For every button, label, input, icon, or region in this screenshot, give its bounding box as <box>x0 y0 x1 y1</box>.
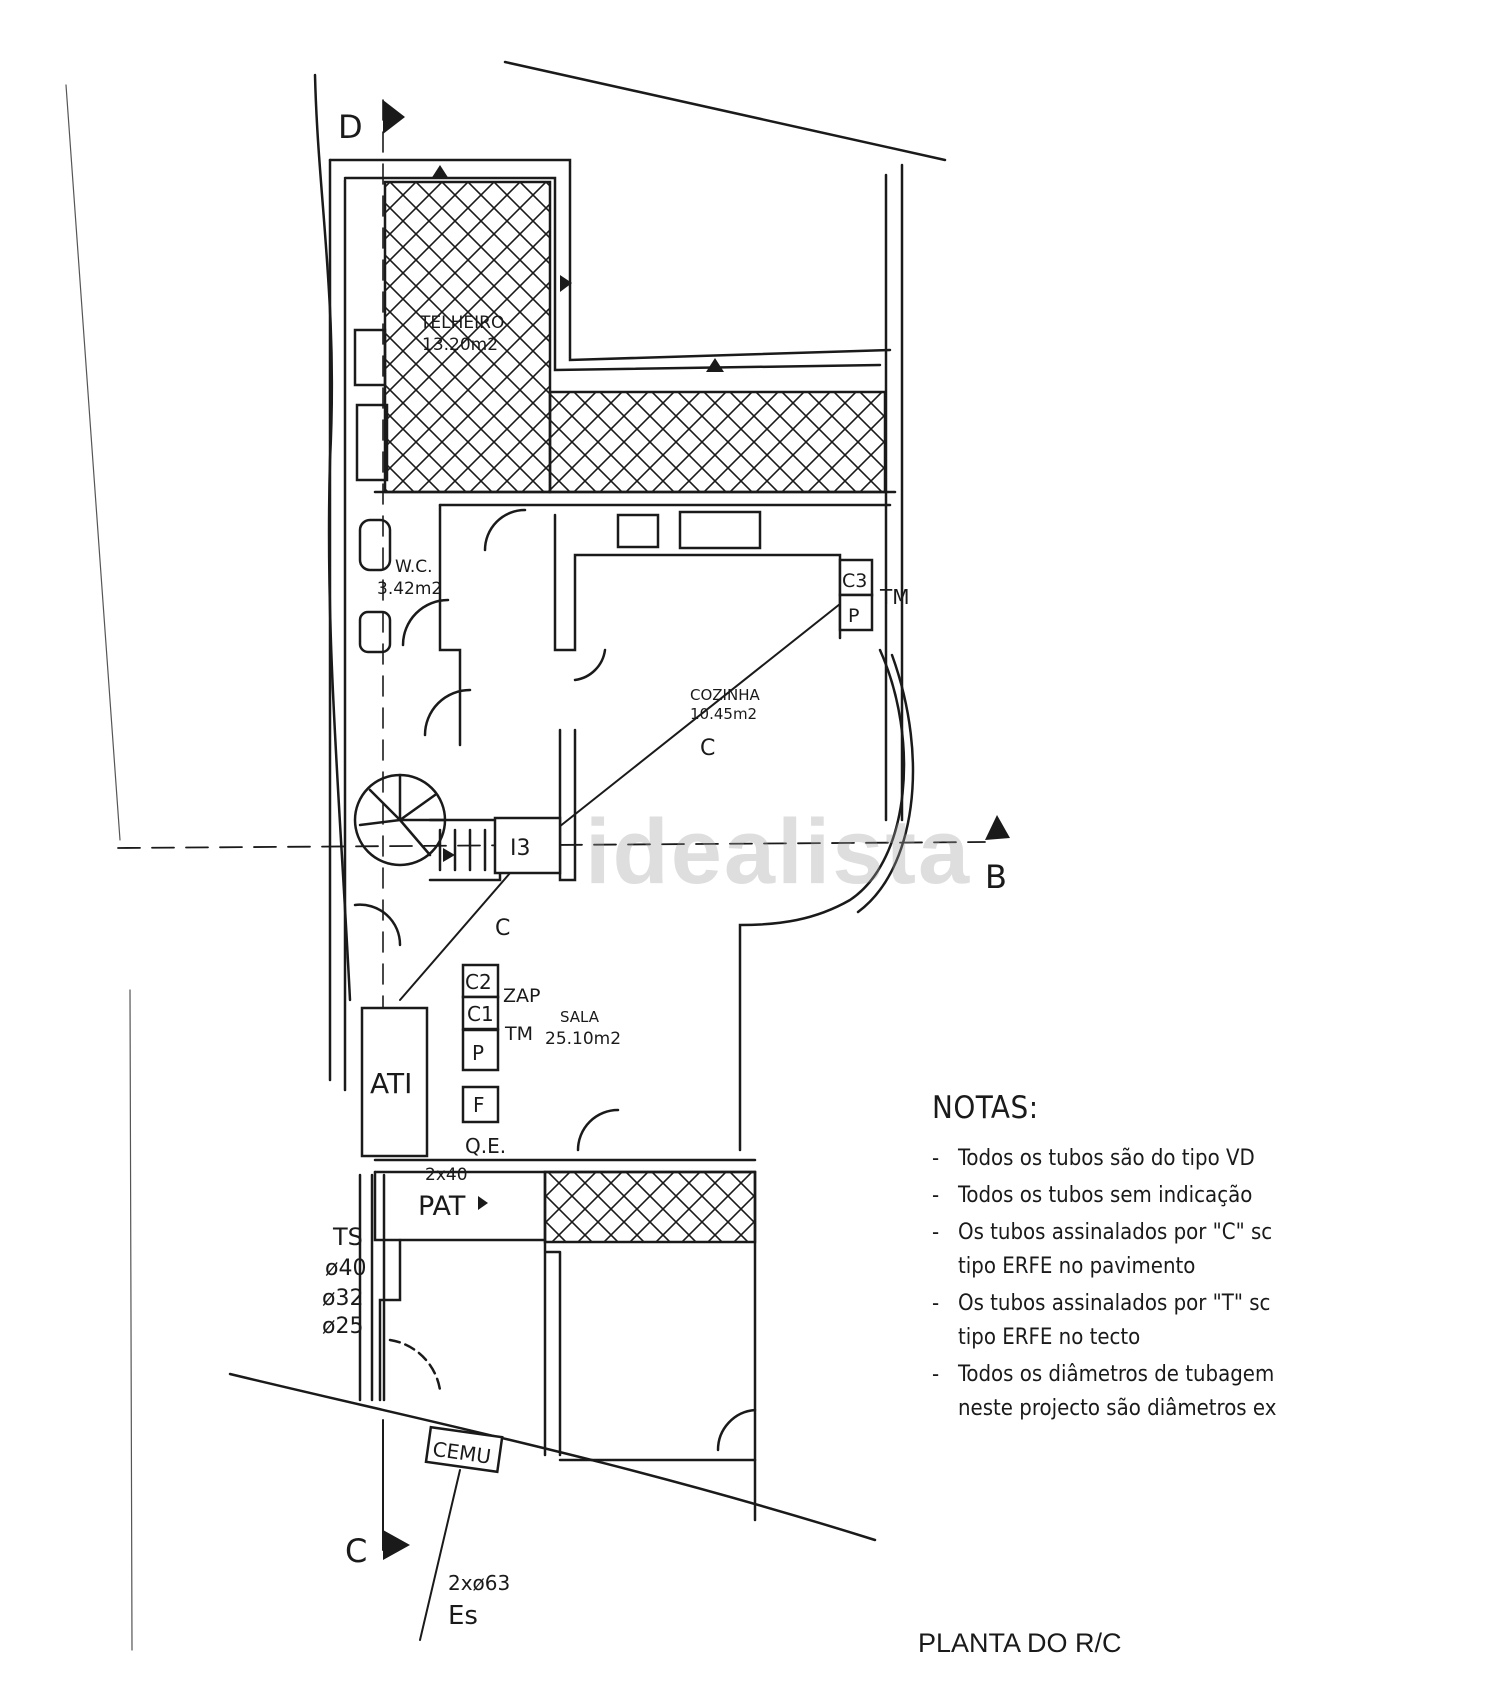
note-item: Todos os tubos sem indicação <box>932 1179 1352 1213</box>
door-hall <box>423 688 472 737</box>
label-pat-dims: 2x40 <box>425 1165 468 1185</box>
box-p-kitchen <box>838 593 874 632</box>
boundary-top-right <box>503 60 947 162</box>
hatch-porch-north <box>548 390 887 494</box>
conduit-label-lower: C <box>495 916 510 941</box>
cable-es <box>419 1469 461 1641</box>
label-qe: Q.E. <box>465 1134 506 1158</box>
box-cemu <box>424 1425 504 1474</box>
door-kitchen <box>573 648 607 682</box>
label-zap: ZAP <box>503 985 540 1007</box>
note-item: Os tubos assinalados por "T" sc tipo ERF… <box>932 1287 1352 1355</box>
section-mark-b: B <box>985 858 1007 896</box>
yard-fixture <box>353 328 387 387</box>
room-cozinha-area: 10.45m2 <box>690 705 757 723</box>
label-c2: C2 <box>465 970 492 994</box>
hatch-porch-south <box>543 1170 757 1244</box>
label-i3: I3 <box>510 836 531 861</box>
entry-west <box>378 1238 402 1402</box>
label-pat: PAT <box>418 1191 466 1222</box>
hob <box>616 513 660 549</box>
room-telheiro-area: 13.20m2 <box>422 335 498 355</box>
box-p-sala <box>461 1028 500 1072</box>
flow-arrow-pat <box>478 1196 488 1210</box>
scan-edge-left <box>65 84 121 841</box>
flow-arrow-1 <box>431 165 449 179</box>
label-tm-kitchen: TM <box>879 585 909 609</box>
room-wc-area: 3.42m2 <box>377 579 442 599</box>
note-item: Todos os tubos são do tipo VD <box>932 1142 1352 1176</box>
conduit-label-upper: C <box>700 736 715 761</box>
door-wc <box>401 598 450 647</box>
notes-list: Todos os tubos são do tipo VD Todos os t… <box>932 1142 1352 1426</box>
section-mark-d: D <box>338 108 363 146</box>
plan-title: PLANTA DO R/C <box>918 1628 1122 1658</box>
pipe-bundle <box>358 1173 386 1402</box>
pipe-d25: ø25 <box>322 1314 363 1339</box>
pipe-es: Es <box>448 1601 478 1631</box>
entry-walls <box>543 1238 562 1457</box>
pipe-ts: TS <box>332 1223 363 1251</box>
pipe-ext: 2xø63 <box>448 1571 510 1595</box>
room-sala-name: SALA <box>560 1008 600 1026</box>
box-i3 <box>493 816 562 875</box>
section-mark-c: C <box>345 1532 367 1570</box>
label-f: F <box>473 1093 485 1117</box>
partition-kitchen-sala <box>558 728 577 882</box>
hatch-telheiro <box>383 180 552 494</box>
arrow-b <box>985 815 1010 840</box>
note-item: Todos os diâmetros de tubagem neste proj… <box>932 1358 1352 1426</box>
room-telheiro-name: TELHEIRO <box>419 313 504 333</box>
label-ati: ATI <box>370 1067 412 1100</box>
box-f <box>461 1085 500 1124</box>
section-line-b <box>117 841 986 849</box>
conduit-c-lower <box>399 849 531 1001</box>
watermark: idealista <box>585 801 972 903</box>
box-ati <box>360 1006 429 1158</box>
stair-run <box>428 818 502 882</box>
flow-arrow-stair <box>443 848 455 862</box>
street-line <box>228 1372 877 1542</box>
label-c1: C1 <box>467 1002 494 1026</box>
conduit-c-upper <box>529 599 846 851</box>
pipe-d32: ø32 <box>322 1286 363 1311</box>
pipe-d40: ø40 <box>325 1256 366 1281</box>
door-yard <box>483 508 527 552</box>
arrow-d <box>383 100 405 134</box>
kitchen-sink <box>678 510 762 550</box>
note-item: Os tubos assinalados por "C" sc tipo ERF… <box>932 1216 1352 1284</box>
wc-basin <box>358 610 392 654</box>
label-tm-sala: TM <box>504 1023 533 1045</box>
notes-block: NOTAS: Todos os tubos são do tipo VD Tod… <box>932 1090 1352 1429</box>
scan-edge-left-lower <box>129 989 133 1651</box>
label-p-kitchen: P <box>848 605 859 627</box>
kitchen-bay-inner <box>856 653 915 914</box>
partition-kitchen-west <box>553 513 842 652</box>
flow-arrow-2 <box>560 275 572 292</box>
wall-north-yard-outer <box>328 158 892 362</box>
door-street <box>388 1338 442 1392</box>
arrow-c <box>383 1530 410 1560</box>
kitchen-bay <box>738 648 906 1152</box>
partition-wc-east <box>438 503 462 747</box>
spiral-stair-treads <box>358 773 447 857</box>
room-sala-area: 25.10m2 <box>545 1029 621 1049</box>
notes-title: NOTAS: <box>932 1090 1039 1126</box>
label-c3: C3 <box>842 570 867 592</box>
room-wc-name: W.C. <box>395 557 433 577</box>
label-p-sala: P <box>472 1041 484 1065</box>
wc-toilet <box>358 518 392 572</box>
room-cozinha-name: COZINHA <box>690 686 760 704</box>
door-east-lower <box>716 1408 757 1452</box>
spiral-stair-lower <box>353 903 402 947</box>
door-sala <box>576 1108 620 1152</box>
flow-arrow-3 <box>706 358 724 372</box>
